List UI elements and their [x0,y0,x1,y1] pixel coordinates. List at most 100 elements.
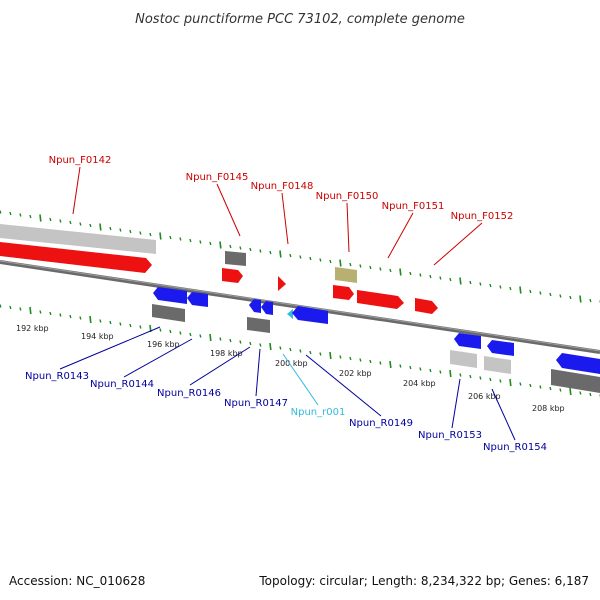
gene-label[interactable]: Npun_R0146 [157,388,221,399]
gene-label[interactable]: Npun_F0142 [49,155,112,166]
minor-tick [229,244,232,249]
gene-label[interactable]: Npun_F0148 [251,181,314,192]
outer-tick-track [0,210,600,304]
minor-tick [249,247,252,252]
gene-label[interactable]: Npun_r001 [291,407,346,418]
gene-arrow-reverse[interactable] [292,306,328,324]
minor-tick [479,376,482,380]
minor-tick [179,237,182,241]
gene-arrow-reverse[interactable] [261,301,273,315]
gene-label[interactable]: Npun_R0149 [349,418,413,429]
major-tick [39,214,42,222]
minor-tick [529,289,532,294]
gene-arrow-reverse[interactable] [487,340,514,356]
minor-tick [439,276,442,280]
minor-tick [0,210,2,214]
minor-tick [49,217,52,222]
minor-tick [79,316,82,320]
major-tick [159,232,162,240]
reverse-gene-labels: Npun_R0143 Npun_R0144 Npun_R0146 Npun_R0… [25,326,547,453]
forward-gene-labels: Npun_F0142 Npun_F0145 Npun_F0148 Npun_F0… [49,155,514,266]
gene-label[interactable]: Npun_F0151 [382,201,445,212]
gene-box-grey-dark[interactable] [152,304,185,322]
minor-tick [479,282,482,286]
gene-label[interactable]: Npun_F0145 [186,172,249,183]
rna-box[interactable] [335,267,357,283]
minor-tick [259,249,262,253]
gene-arrow-reverse[interactable] [249,299,261,313]
minor-tick [279,346,282,350]
minor-tick [519,382,522,386]
minor-tick [289,253,292,258]
minor-tick [239,340,242,344]
minor-tick [379,267,382,271]
gene-arrow-forward[interactable] [415,298,438,314]
minor-tick [119,322,122,326]
minor-tick [429,368,432,373]
gene-arrow-forward[interactable] [357,290,404,309]
minor-tick [199,240,202,244]
gene-box-grey-dark[interactable] [247,317,270,333]
gene-arrow-reverse[interactable] [153,287,187,304]
map-title: Nostoc punctiforme PCC 73102, complete g… [135,12,465,27]
gene-arrow-forward[interactable] [0,242,152,273]
minor-tick [339,355,342,359]
minor-tick [249,341,252,346]
minor-tick [349,356,352,361]
minor-tick [449,277,452,282]
minor-tick [139,325,142,329]
gene-box-grey-light[interactable] [484,356,511,374]
minor-tick [299,349,302,353]
gene-label[interactable]: Npun_R0144 [90,379,154,390]
major-tick [569,387,572,396]
minor-tick [299,255,302,259]
major-tick [459,277,462,285]
scale-label: 206 kbp [468,392,501,401]
minor-tick [329,259,332,264]
major-tick [279,250,282,258]
gene-bar-grey-light[interactable] [0,224,156,254]
gene-label[interactable]: Npun_F0152 [451,211,514,222]
minor-tick [359,358,362,362]
minor-tick [389,268,392,273]
minor-tick [89,223,92,228]
scale-label: 200 kbp [275,359,308,368]
gene-label[interactable]: Npun_R0153 [418,430,482,441]
gene-arrow-forward[interactable] [278,276,286,291]
minor-tick [569,295,572,300]
major-tick [339,259,342,267]
minor-tick [529,383,532,388]
minor-tick [429,274,432,279]
minor-tick [109,320,112,325]
major-tick [449,369,452,378]
gene-features [0,224,600,393]
minor-tick [349,262,352,267]
gene-box-grey-dark[interactable] [551,369,600,393]
gene-box-grey-dark[interactable] [225,251,246,266]
scale-label: 194 kbp [81,332,114,341]
major-tick [509,378,512,387]
gene-arrow-reverse[interactable] [556,353,600,374]
gene-arrow-forward[interactable] [222,268,243,283]
minor-tick [459,373,462,377]
gene-arrow-forward[interactable] [333,285,354,300]
minor-tick [19,213,22,217]
minor-tick [269,250,272,255]
gene-arrow-reverse[interactable] [187,292,208,307]
minor-tick [579,391,582,395]
gene-label[interactable]: Npun_R0147 [224,398,288,409]
minor-tick [499,285,502,289]
gene-box-grey-light[interactable] [450,350,477,368]
gene-label[interactable]: Npun_R0143 [25,371,89,382]
gene-label[interactable]: Npun_R0154 [483,442,547,453]
rna-arrow-reverse[interactable] [287,309,293,319]
minor-tick [559,388,562,392]
major-tick [329,351,332,360]
minor-tick [589,392,592,397]
minor-tick [29,214,32,219]
gene-label[interactable]: Npun_F0150 [316,191,379,202]
major-tick [89,315,92,324]
minor-tick [309,256,312,261]
gene-arrow-reverse[interactable] [454,333,481,349]
minor-tick [39,310,42,314]
